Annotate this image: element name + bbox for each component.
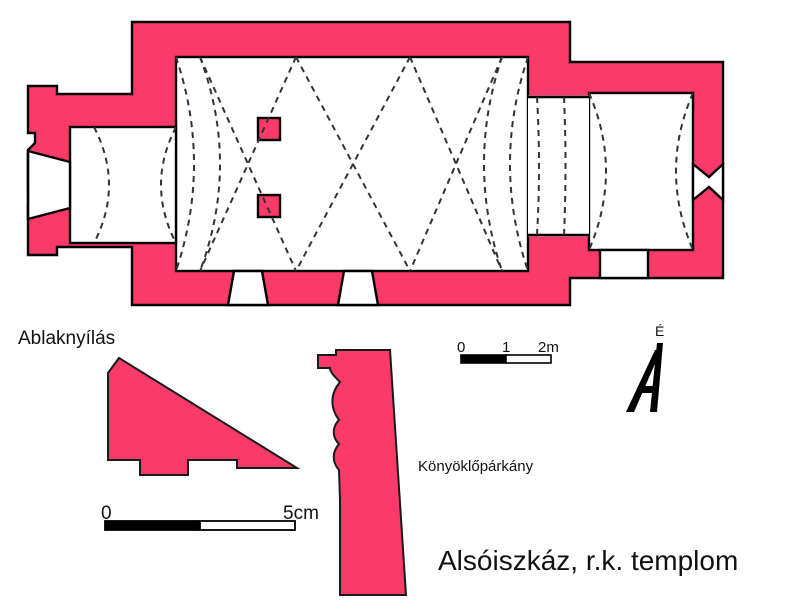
opening-west-door [26, 149, 72, 221]
opening-east-window [691, 161, 725, 203]
rib-arc-tower-e [93, 126, 110, 244]
rib-arc-w1 [175, 56, 195, 272]
scale-bar-plan-tick-0: 0 [457, 339, 465, 356]
vault-ribs-tower [93, 126, 177, 244]
scale-bar-plan-tick-1: 1 [502, 339, 510, 356]
scale-bar-plan-seg-open [505, 354, 552, 364]
room-tower [68, 125, 178, 245]
rib-arc-sanct-e [675, 92, 694, 251]
rib-arc-sanct-w [588, 92, 607, 251]
rib-arc-e1 [483, 56, 503, 272]
label-sill-cornice: Könyöklőpárkány [418, 458, 534, 475]
north-arrow-label: É [655, 323, 664, 339]
scale-bar-detail-tick-0: 0 [101, 503, 112, 524]
detail-sill-cornice [317, 349, 408, 596]
scale-bar-detail-tick-5: 5cm [283, 503, 319, 524]
chancel-arch-opening [528, 97, 589, 235]
scale-bar-plan-tick-2: 2m [538, 339, 559, 356]
rib-arc-e2 [509, 56, 529, 272]
opening-sanctuary-south-door [598, 248, 650, 280]
rib-diag-b3-a [409, 56, 503, 272]
floor-plan [26, 20, 725, 307]
rib-diag-b3-b [409, 56, 503, 272]
rib-arc-sanct-in [536, 96, 540, 236]
page-title: Alsóiszkáz, r.k. templom [438, 545, 738, 576]
room-sanctuary [587, 91, 695, 252]
window-opening-profile [107, 356, 301, 476]
scale-bar-detail-seg-filled [104, 520, 201, 531]
scale-bar-detail [104, 520, 296, 531]
label-window-opening: Ablaknyílás [18, 328, 115, 349]
sill-cornice-profile [317, 349, 408, 596]
vault-ribs-nave [175, 56, 529, 272]
rib-arc-sanct-ww [563, 96, 567, 236]
rib-arc-w2 [199, 56, 221, 272]
vault-ribs-sanctuary [536, 92, 694, 251]
pier-north [256, 116, 282, 142]
rib-diag-b2-b [295, 56, 411, 272]
north-arrow-icon [626, 343, 663, 412]
scale-bar-plan-seg-filled [460, 354, 507, 364]
detail-window-opening [107, 356, 301, 476]
opening-south-window-2 [336, 269, 380, 307]
scale-bar-detail-seg-open [199, 520, 296, 531]
opening-south-window-1 [226, 269, 270, 307]
scale-bar-plan [460, 354, 552, 364]
north-arrow [626, 343, 663, 412]
rib-arc-tower-w [160, 126, 177, 244]
pier-south [256, 193, 282, 219]
